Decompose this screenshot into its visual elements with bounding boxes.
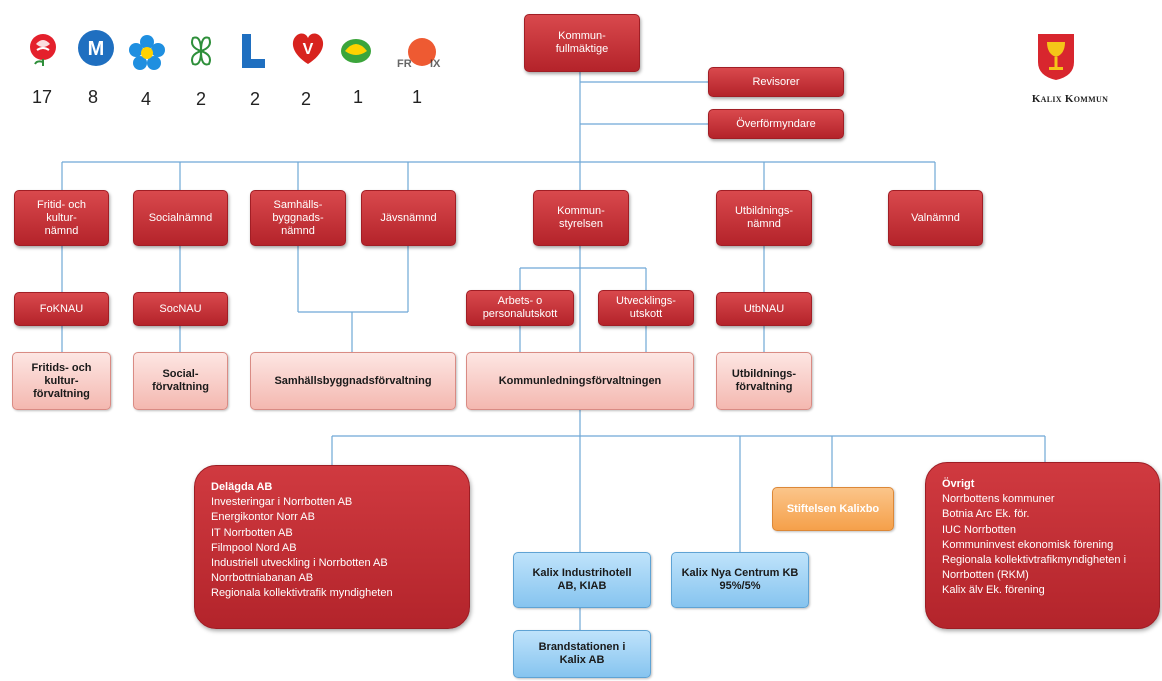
ovrigt-item: Kalix älv Ek. förening <box>942 584 1045 597</box>
framkalix-icon: FR IX <box>394 34 444 74</box>
utbnau-box[interactable]: UtbNAU <box>716 292 812 326</box>
party-seat-count: 4 <box>140 89 151 109</box>
revisorer-box[interactable]: Revisorer <box>708 67 844 97</box>
ovrigt-item: Norrbotten (RKM) <box>942 569 1029 582</box>
party-seat-count: 17 <box>31 87 53 107</box>
delagda-ab-item: Regionala kollektivtrafik myndigheten <box>211 587 393 600</box>
delagda-ab-item: Energikontor Norr AB <box>211 511 315 524</box>
svg-text:FR: FR <box>397 58 412 70</box>
kalix-coat-of-arms-icon <box>1036 32 1076 82</box>
kalix-nya-centrum-box[interactable]: Kalix Nya Centrum KB 95%/5% <box>671 552 809 608</box>
socnau-box[interactable]: SocNAU <box>133 292 228 326</box>
delagda-ab-item: Investeringar i Norrbotten AB <box>211 496 353 509</box>
m-party-icon: M <box>76 28 116 68</box>
sunflower-icon <box>339 36 373 66</box>
delagda-ab-box[interactable]: Delägda AB Investeringar i Norrbotten AB… <box>194 465 470 629</box>
l-party-icon <box>238 32 268 72</box>
samhallsbyggnadsforvaltning-box[interactable]: Samhällsbyggnadsförvaltning <box>250 352 456 410</box>
party-seat-count: 1 <box>411 87 422 107</box>
utbildningsforvaltning-box[interactable]: Utbildnings- förvaltning <box>716 352 812 410</box>
delagda-ab-item: Industriell utveckling i Norrbotten AB <box>211 557 388 570</box>
fritid-kultur-namnd-box[interactable]: Fritid- och kultur- nämnd <box>14 190 109 246</box>
overformyndare-box[interactable]: Överförmyndare <box>708 109 844 139</box>
v-party-icon: V <box>288 28 328 68</box>
fritid-kultur-forvaltning-box[interactable]: Fritids- och kultur- förvaltning <box>12 352 111 410</box>
svg-text:M: M <box>88 38 105 60</box>
javsnamnd-box[interactable]: Jävsnämnd <box>361 190 456 246</box>
socialforvaltning-box[interactable]: Social- förvaltning <box>133 352 228 410</box>
party-seat-count: 2 <box>300 89 311 109</box>
kommunledningsforvaltningen-box[interactable]: Kommunledningsförvaltningen <box>466 352 694 410</box>
stiftelsen-kalixbo-box[interactable]: Stiftelsen Kalixbo <box>772 487 894 531</box>
svg-text:IX: IX <box>430 58 441 70</box>
ovrigt-item: Kommuninvest ekonomisk förening <box>942 538 1114 551</box>
clover-icon <box>182 32 220 70</box>
ovrigt-box[interactable]: Övrigt Norrbottens kommuner Botnia Arc E… <box>925 462 1160 629</box>
ovrigt-title: Övrigt <box>942 478 975 490</box>
party-seat-count: 2 <box>195 89 206 109</box>
flower-icon <box>128 34 166 72</box>
socialnamnd-box[interactable]: Socialnämnd <box>133 190 228 246</box>
utvecklingsutskott-box[interactable]: Utvecklings- utskott <box>598 290 694 326</box>
foknau-box[interactable]: FoKNAU <box>14 292 109 326</box>
delagda-ab-title: Delägda AB <box>211 481 273 493</box>
ovrigt-item: IUC Norrbotten <box>942 523 1016 536</box>
kommunstyrelsen-box[interactable]: Kommun- styrelsen <box>533 190 629 246</box>
valnamnd-box[interactable]: Valnämnd <box>888 190 983 246</box>
municipality-name: Kalix Kommun <box>1031 93 1109 105</box>
samhallsbyggnadsnamnd-box[interactable]: Samhälls- byggnads- nämnd <box>250 190 346 246</box>
utbildningsnamnd-box[interactable]: Utbildnings- nämnd <box>716 190 812 246</box>
arbets-personalutskott-box[interactable]: Arbets- o personalutskott <box>466 290 574 326</box>
party-seat-count: 1 <box>352 87 363 107</box>
brandstationen-box[interactable]: Brandstationen i Kalix AB <box>513 630 651 678</box>
delagda-ab-item: Norrbottniabanan AB <box>211 572 314 585</box>
kommunfullmaktige-box[interactable]: Kommun- fullmäktige <box>524 14 640 72</box>
party-seat-count: 2 <box>249 89 260 109</box>
party-seat-count: 8 <box>87 87 98 107</box>
kalix-industrihotell-box[interactable]: Kalix Industrihotell AB, KIAB <box>513 552 651 608</box>
rose-icon <box>24 30 62 68</box>
delagda-ab-item: IT Norrbotten AB <box>211 526 293 539</box>
svg-text:V: V <box>303 41 314 58</box>
ovrigt-item: Regionala kollektivtrafikmyndigheten i <box>942 554 1127 567</box>
ovrigt-item: Botnia Arc Ek. för. <box>942 508 1030 521</box>
delagda-ab-item: Filmpool Nord AB <box>211 541 297 554</box>
ovrigt-item: Norrbottens kommuner <box>942 493 1055 506</box>
